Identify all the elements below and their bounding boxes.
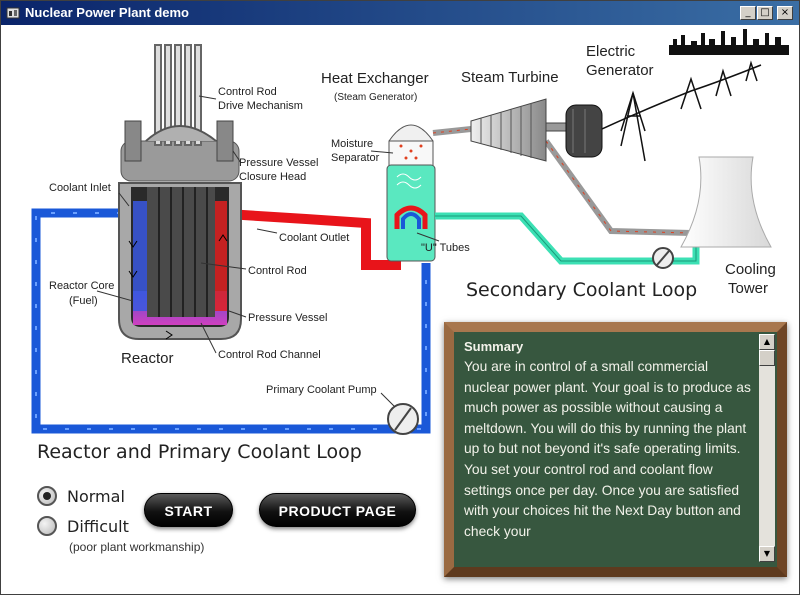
reactor-vessel xyxy=(118,44,242,340)
label-heat-exchanger: Heat Exchanger xyxy=(321,70,429,87)
secondary-pump xyxy=(652,247,674,269)
difficulty-difficult[interactable]: Difficult xyxy=(37,516,129,536)
label-steam-turbine: Steam Turbine xyxy=(461,69,559,86)
steam-turbine xyxy=(470,98,569,162)
minimize-button[interactable]: _ xyxy=(740,6,756,20)
difficult-radio[interactable] xyxy=(37,516,57,536)
summary-chalkboard: Summary You are in control of a small co… xyxy=(444,322,787,577)
label-cooling-tower-1: Cooling xyxy=(725,261,776,278)
label-steam-generator: (Steam Generator) xyxy=(334,92,417,103)
label-electric-generator-2: Generator xyxy=(586,62,654,79)
summary-body: You are in control of a small commercial… xyxy=(464,359,751,539)
difficulty-hint: (poor plant workmanship) xyxy=(69,540,205,554)
heat-exchanger xyxy=(386,124,436,262)
city-skyline xyxy=(669,29,789,55)
electric-generator xyxy=(565,104,603,158)
normal-radio[interactable] xyxy=(37,486,57,506)
scroll-up-button[interactable]: ▲ xyxy=(759,334,775,350)
primary-cold-loop xyxy=(31,208,431,434)
label-reactor: Reactor xyxy=(121,350,174,367)
primary-pump xyxy=(387,403,419,435)
leader-lines xyxy=(96,95,440,408)
power-lines xyxy=(601,60,762,162)
label-coolant-outlet: Coolant Outlet xyxy=(279,232,349,244)
summary-title: Summary xyxy=(464,339,524,354)
label-control-rod-channel: Control Rod Channel xyxy=(218,349,321,361)
label-control-rod: Control Rod xyxy=(248,265,307,277)
scroll-thumb[interactable] xyxy=(759,350,775,366)
radio-selected-dot xyxy=(43,492,51,500)
secondary-loop xyxy=(435,212,700,265)
close-button[interactable]: × xyxy=(777,6,793,20)
difficulty-normal[interactable]: Normal xyxy=(37,486,125,506)
plant-diagram: Control Rod Drive Mechanism Pressure Ves… xyxy=(31,29,789,435)
label-pressure-vessel: Pressure Vessel xyxy=(248,312,327,324)
label-cooling-tower-2: Tower xyxy=(728,280,768,297)
cooling-tower xyxy=(680,156,772,248)
label-electric-generator-1: Electric xyxy=(586,43,636,60)
title-bar[interactable]: Nuclear Power Plant demo _ □ × xyxy=(1,1,799,25)
label-moisture-separator-1: Moisture xyxy=(331,138,373,150)
label-control-rod-drive-2: Drive Mechanism xyxy=(218,100,303,112)
product-page-button[interactable]: PRODUCT PAGE xyxy=(259,493,416,527)
label-coolant-inlet: Coolant Inlet xyxy=(49,182,111,194)
label-primary-coolant-pump: Primary Coolant Pump xyxy=(266,384,377,396)
label-control-rod-drive-1: Control Rod xyxy=(218,86,277,98)
steam-pipe xyxy=(432,126,692,236)
label-pressure-vessel-head-2: Closure Head xyxy=(239,171,306,183)
secondary-loop-title: Secondary Coolant Loop xyxy=(466,279,698,301)
summary-scrollbar[interactable]: ▲ ▼ xyxy=(759,334,775,562)
difficult-label: Difficult xyxy=(67,516,129,536)
scroll-down-button[interactable]: ▼ xyxy=(759,546,775,562)
label-u-tubes: "U" Tubes xyxy=(421,242,470,254)
label-reactor-core-1: Reactor Core xyxy=(49,280,114,292)
normal-label: Normal xyxy=(67,486,125,506)
primary-loop-title: Reactor and Primary Coolant Loop xyxy=(37,441,362,463)
summary-text-area[interactable]: Summary You are in control of a small co… xyxy=(464,339,756,563)
client-area: Control Rod Drive Mechanism Pressure Ves… xyxy=(1,25,799,594)
start-button[interactable]: START xyxy=(144,493,233,527)
label-pressure-vessel-head-1: Pressure Vessel xyxy=(239,157,318,169)
label-moisture-separator-2: Separator xyxy=(331,152,380,164)
label-reactor-core-2: (Fuel) xyxy=(69,295,98,307)
window-title: Nuclear Power Plant demo xyxy=(25,5,189,20)
app-icon xyxy=(6,7,20,19)
maximize-button[interactable]: □ xyxy=(757,6,773,20)
